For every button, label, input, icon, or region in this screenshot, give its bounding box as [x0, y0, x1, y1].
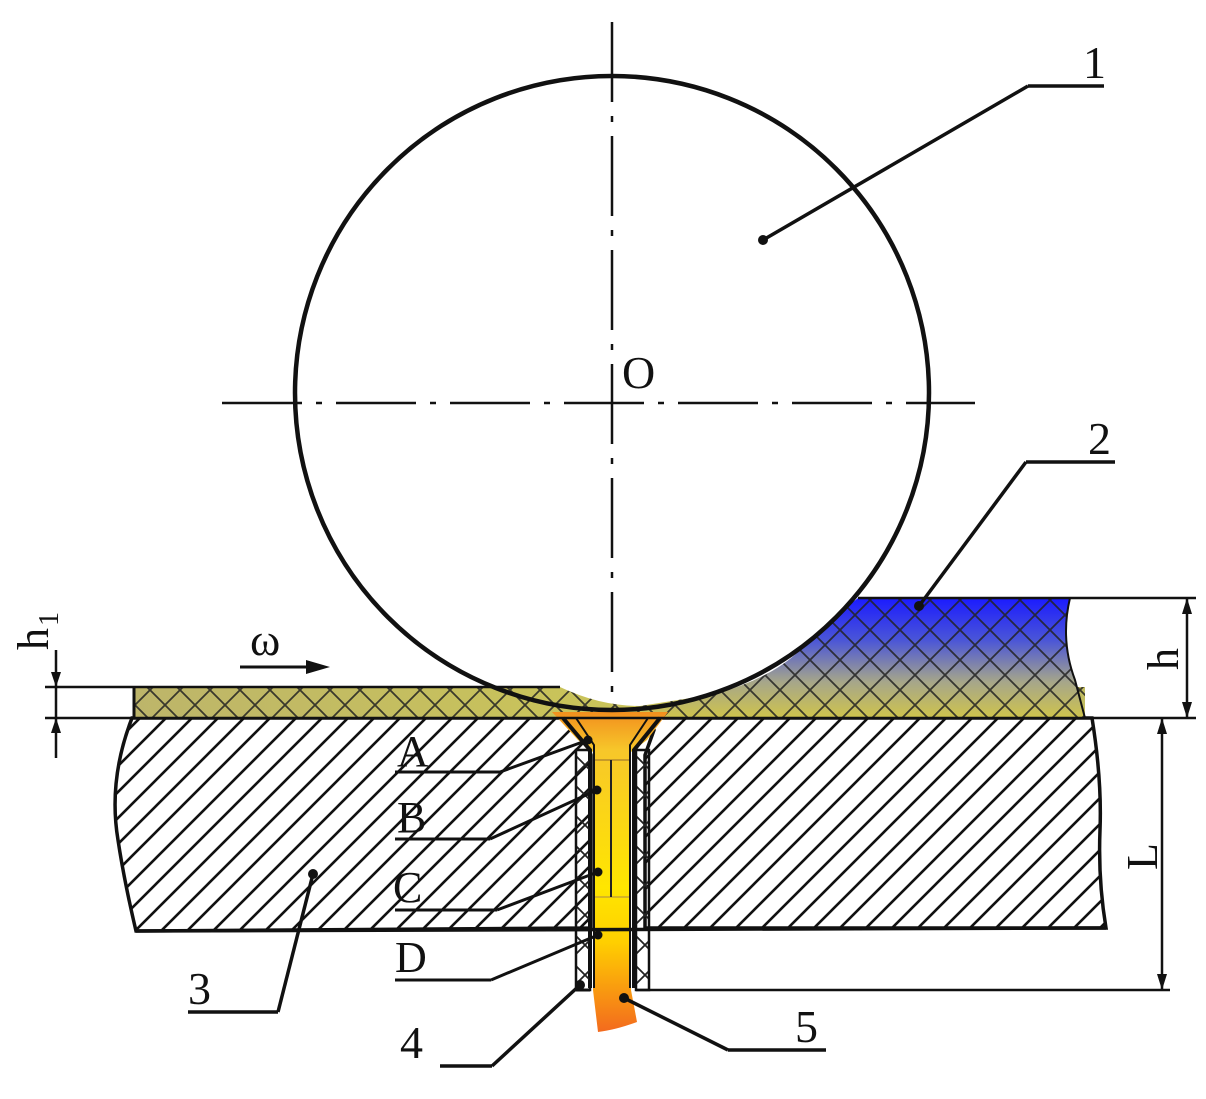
point-c-label: C: [393, 863, 422, 912]
dimension-h1: h 1: [9, 612, 65, 758]
point-a-label: A: [397, 727, 429, 776]
feed-layer-thick: [640, 597, 1086, 719]
melt-channel: [552, 712, 668, 1032]
dimension-h: h: [1139, 598, 1192, 718]
h1-subscript: 1: [34, 612, 65, 626]
dimension-l: L: [1118, 718, 1167, 990]
label-feed: 2: [1088, 413, 1111, 464]
point-d-label: D: [395, 933, 427, 982]
label-die: 3: [188, 963, 211, 1014]
l-label: L: [1118, 843, 1167, 870]
center-label: O: [622, 347, 655, 398]
rotation-arrow: ω: [240, 614, 330, 674]
point-b-label: B: [397, 793, 426, 842]
label-product: 5: [795, 1001, 818, 1052]
label-sleeve: 4: [400, 1017, 423, 1068]
omega-label: ω: [250, 614, 280, 665]
measure-points: A B C D: [393, 727, 603, 982]
label-roller: 1: [1083, 37, 1106, 88]
h1-label: h: [9, 628, 58, 650]
callouts: 1 2 3 4 5: [188, 37, 1115, 1068]
h-label: h: [1139, 648, 1188, 670]
roller: O: [222, 22, 975, 713]
